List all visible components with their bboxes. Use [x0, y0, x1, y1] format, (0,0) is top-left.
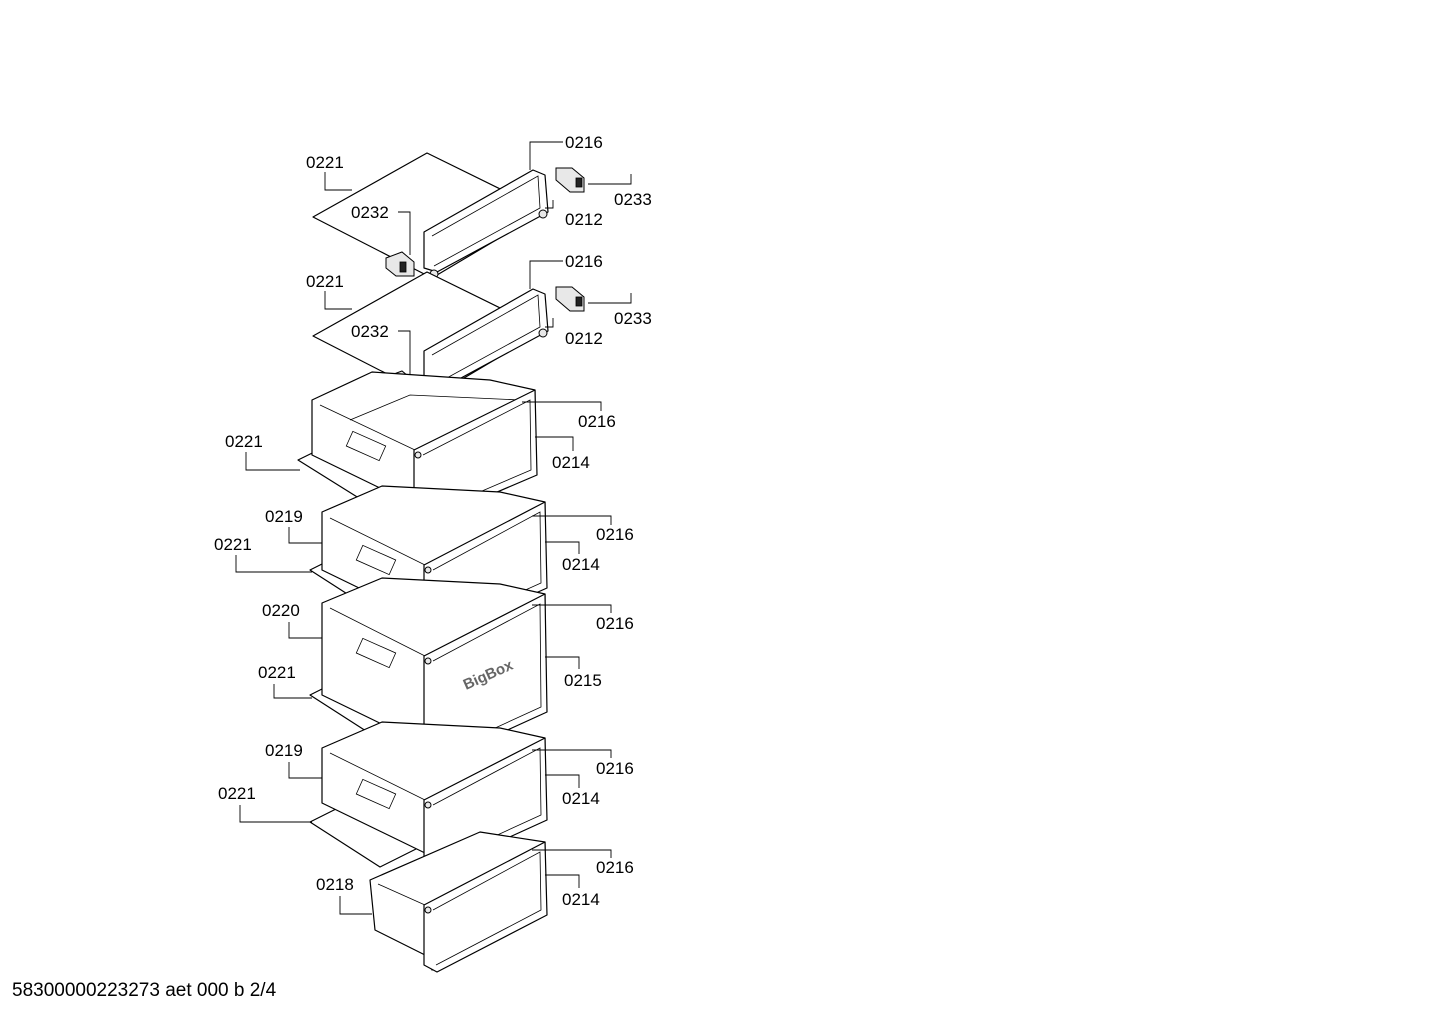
callout-label: 0218	[316, 875, 354, 894]
callout-label: 0216	[596, 525, 634, 544]
callout-label: 0221	[306, 272, 344, 291]
callout-label: 0216	[565, 133, 603, 152]
callout-label: 0214	[562, 890, 600, 909]
callout-label: 0212	[565, 329, 603, 348]
callout-label: 0212	[565, 210, 603, 229]
callout-label: 0219	[265, 507, 303, 526]
callout-label: 0232	[351, 203, 389, 222]
callout-label: 0221	[225, 432, 263, 451]
hinge-right-top	[555, 167, 585, 193]
drawer-bottom	[369, 831, 548, 973]
callout-label: 0221	[258, 663, 296, 682]
shelf-front-trim-top	[423, 169, 549, 279]
leader-lines	[235, 141, 632, 915]
callout-label: 0216	[596, 759, 634, 778]
callout-label: 0221	[306, 153, 344, 172]
callout-label: 0233	[614, 190, 652, 209]
callout-label: 0220	[262, 601, 300, 620]
callout-label: 0221	[218, 784, 256, 803]
callout-label: 0214	[562, 555, 600, 574]
callout-label: 0221	[214, 535, 252, 554]
callout-label: 0216	[565, 252, 603, 271]
callout-label: 0232	[351, 322, 389, 341]
hinge-left-top	[385, 251, 415, 277]
drawer-4	[309, 721, 548, 871]
callout-label: 0216	[596, 614, 634, 633]
callout-label: 0214	[562, 789, 600, 808]
callout-label: 0219	[265, 741, 303, 760]
document-id: 58300000223273 aet 000 b 2/4	[12, 980, 277, 1001]
callout-label: 0233	[614, 309, 652, 328]
callout-label: 0216	[596, 858, 634, 877]
callout-label: 0214	[552, 453, 590, 472]
hinge-right-second	[555, 286, 585, 312]
callout-labels: 0216 0221 0233 0232 0212 0216 0221 0233 …	[214, 133, 652, 909]
drawer-bigbox: BigBox	[309, 577, 548, 763]
callout-label: 0215	[564, 671, 602, 690]
callout-label: 0216	[578, 412, 616, 431]
